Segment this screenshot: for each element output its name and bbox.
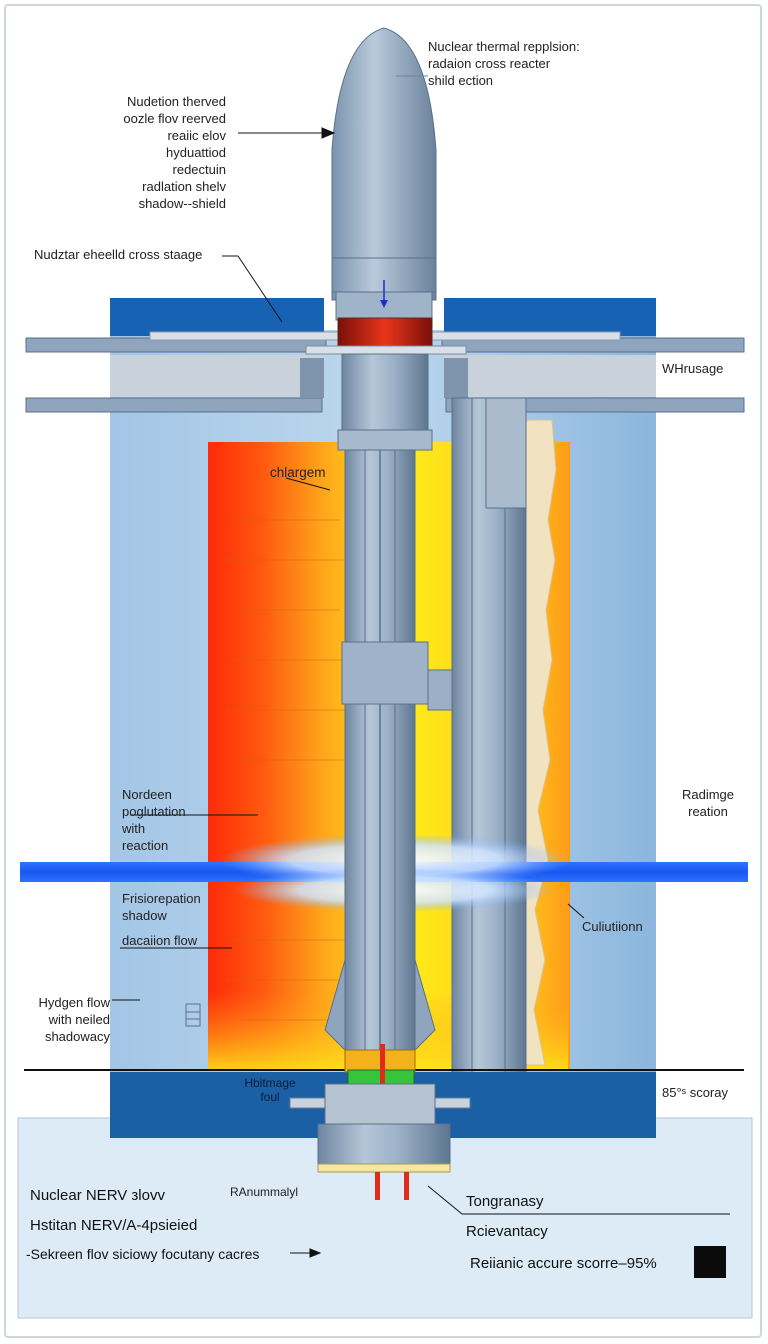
label-chlargem: chlargem — [270, 465, 326, 480]
label-hbitmage-foul: Hbitmage foul — [244, 1076, 296, 1104]
label-frisiorepation-shadow: Frisiorepation shadow — [122, 891, 201, 923]
label-radimge-reation: Radimge reation — [681, 787, 735, 819]
label-shield-cross-stage: Nudztar eheelld cross staage — [34, 247, 203, 262]
label-tongranasy: Tongranasy — [466, 1193, 544, 1210]
label-nozzle-flow-stack: Nudetion therved oozle flov reerved reai… — [123, 94, 226, 211]
label-nuclear-nerv-flow: Nuclear NERV зlovv — [30, 1187, 165, 1204]
label-rcievantacy: Rcievantacy — [466, 1223, 548, 1240]
label-ranummalyl: RAnummalyl — [230, 1185, 299, 1199]
label-hydgen-flow: Hydgen flow with neiled shadowacy — [38, 995, 110, 1044]
label-score-85: 85°ˢ scoray — [662, 1085, 728, 1100]
label-nordeen-poglutation: Nordeen poglutation with reaction — [122, 787, 186, 853]
label-whusage: WHrusage — [662, 361, 724, 376]
label-sekreen-flow: -Sekreen flov siciowy focutany cacres — [26, 1246, 260, 1262]
label-dacaiion-flow: dacaiion flow — [122, 933, 198, 948]
label-culiutiionn: Culiutiionn — [582, 919, 643, 934]
label-nuclear-thermal-repulsion: Nuclear thermal repplsion: radaion cross… — [428, 39, 580, 88]
outer-frame — [4, 4, 762, 1338]
label-reliance-score: Reiianic accure scorre–95% — [470, 1255, 657, 1272]
label-hstitan-nerv: Hstitan NERV/A-4psieied — [30, 1217, 198, 1234]
